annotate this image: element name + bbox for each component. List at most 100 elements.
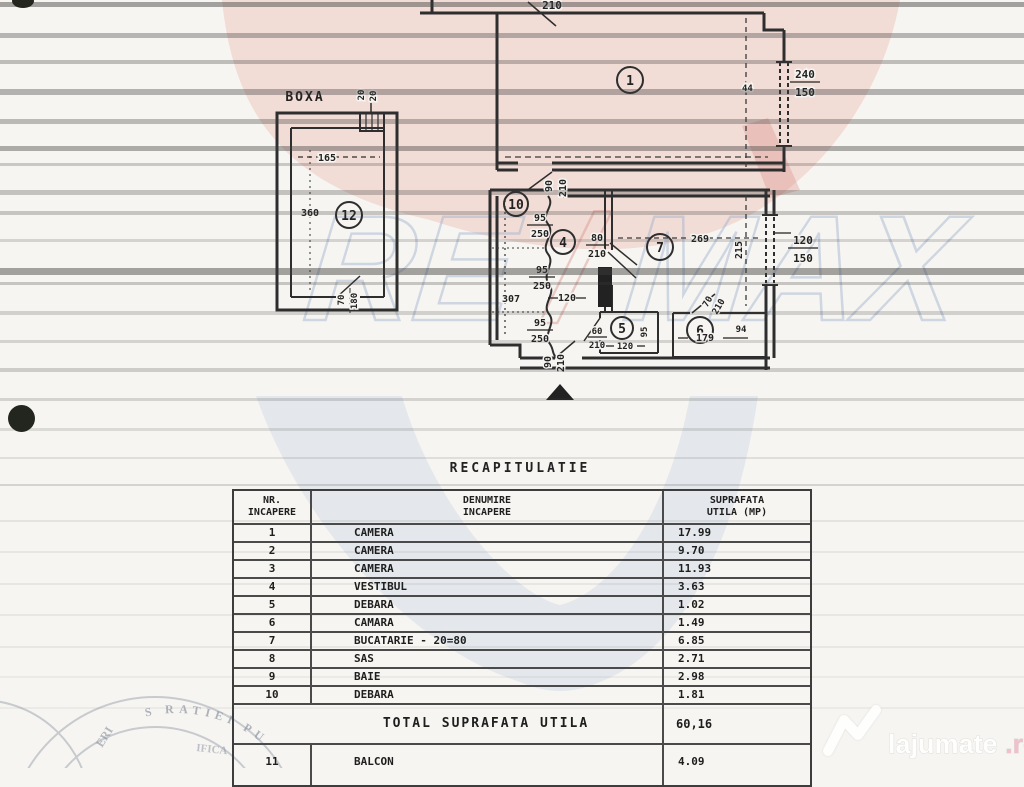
- closet3-dim-a: 95: [534, 318, 546, 329]
- door4-dim-a: 80: [591, 233, 603, 244]
- door5-dim-a: 60: [592, 327, 603, 337]
- win7-fraction-line: [775, 232, 818, 249]
- cell-name: BALCON: [310, 745, 662, 785]
- room-12-digit: 12: [341, 209, 357, 224]
- door-swings: [527, 1, 716, 359]
- room-10-digit: 10: [508, 198, 524, 213]
- room-7-digit: 7: [656, 241, 664, 256]
- door4-dim-b: 210: [588, 249, 606, 260]
- cell-area: 9.70: [662, 543, 810, 559]
- table-row: 10 DEBARA 1.81: [234, 685, 810, 703]
- cell-area: 17.99: [662, 525, 810, 541]
- boxa-width-dim: 165: [318, 153, 336, 164]
- room-numbers: [503, 66, 714, 344]
- table-row: 9 BAIE 2.98: [234, 667, 810, 685]
- cell-name: DEBARA: [310, 597, 662, 613]
- win1-dim-b: 150: [795, 86, 815, 99]
- win7-dim-a: 120: [793, 234, 813, 247]
- cell-nr: 3: [268, 562, 276, 575]
- header-suprafata: SUPRAFATA UTILA (MP): [662, 491, 810, 523]
- remax-max: MAX: [617, 184, 976, 352]
- closet2-dim-b: 250: [533, 281, 551, 292]
- win7-dim-b: 150: [793, 252, 813, 265]
- cell-area: 2.98: [662, 669, 810, 685]
- cell-area: 1.81: [662, 687, 810, 703]
- table-row: 2 CAMERA 9.70: [234, 541, 810, 559]
- cell-nr: 7: [268, 634, 276, 647]
- cell-area: 1.02: [662, 597, 810, 613]
- cell-name: BUCATARIE - 20=80: [310, 633, 662, 649]
- recap-title: RECAPITULATIE: [449, 461, 591, 476]
- cell-name: CAMERA: [310, 561, 662, 577]
- dim-top-210: 210: [542, 0, 562, 12]
- recap-table: NR. INCAPERE DENUMIRE INCAPERE SUPRAFATA…: [232, 489, 812, 787]
- cell-nr: 10: [265, 688, 279, 701]
- exit-door-dim-b: 210: [556, 354, 567, 372]
- cell-name: CAMARA: [310, 615, 662, 631]
- room6-height-dim: 94: [736, 325, 747, 335]
- room-12-number: 12: [335, 201, 363, 229]
- remax-balloon-bottom: [256, 396, 758, 691]
- table-row: 4 VESTIBUL 3.63: [234, 577, 810, 595]
- boxa-label: BOXA: [285, 90, 324, 105]
- total-label: TOTAL SUPRAFATA UTILA: [382, 716, 590, 731]
- table-row-balcon: 11 BALCON 4.09: [234, 743, 810, 785]
- closet-wavy-wall: [544, 195, 557, 358]
- room-6-digit: 6: [696, 324, 704, 339]
- table-header-row: NR. INCAPERE DENUMIRE INCAPERE SUPRAFATA…: [234, 491, 810, 523]
- hall-door-dim-b: 210: [558, 179, 569, 197]
- dim-pass-120: 120: [558, 293, 576, 304]
- win1-dim-a: 240: [795, 68, 815, 81]
- door5-dim-b: 210: [589, 341, 605, 351]
- room5-95-dim: 95: [640, 327, 650, 338]
- cell-nr: 11: [265, 755, 279, 768]
- remax-balloon-shard: [742, 118, 800, 198]
- win1-offset-dim: 44: [742, 84, 753, 94]
- total-value: 60,16: [662, 705, 810, 743]
- vent-dim-b: 20: [369, 91, 379, 102]
- hall-door-dim-a: 90: [544, 180, 555, 192]
- vent-dim-a: 20: [357, 90, 367, 101]
- boxa-door-dim-b: 180: [350, 293, 360, 309]
- cell-name: DEBARA: [310, 687, 662, 703]
- windows: [762, 61, 792, 286]
- table-row: 3 CAMERA 11.93: [234, 559, 810, 577]
- table-row: 6 CAMARA 1.49: [234, 613, 810, 631]
- dim-307: 307: [502, 294, 520, 305]
- room7-height-dim: 215: [734, 241, 745, 259]
- closet1-dim-b: 250: [531, 229, 549, 240]
- cell-nr: 5: [268, 598, 276, 611]
- cell-nr: 9: [268, 670, 276, 683]
- room7-width-dim: 269: [691, 234, 709, 245]
- flue-block: [598, 267, 612, 307]
- boxa-door-dim-a: 70: [337, 295, 347, 306]
- cell-area: 2.71: [662, 651, 810, 667]
- cell-area: 3.63: [662, 579, 810, 595]
- room6-width-dim: 179: [696, 333, 714, 344]
- room-1-digit: 1: [626, 74, 634, 89]
- interior-dashed-lines: [492, 18, 768, 338]
- remax-balloon-top: [222, 0, 900, 250]
- closet3-dim-b: 250: [531, 334, 549, 345]
- cell-nr: 6: [268, 616, 276, 629]
- table-row: 7 BUCATARIE - 20=80 6.85: [234, 631, 810, 649]
- cell-name: VESTIBUL: [310, 579, 662, 595]
- cell-nr: 2: [268, 544, 276, 557]
- cell-name: SAS: [310, 651, 662, 667]
- entrance-triangle-marker: [546, 384, 574, 400]
- table-row: 8 SAS 2.71: [234, 649, 810, 667]
- cell-name: CAMERA: [310, 543, 662, 559]
- total-spacer: [234, 705, 310, 743]
- cell-nr: 8: [268, 652, 276, 665]
- closet2-dim-a: 95: [536, 265, 548, 276]
- total-row: TOTAL SUPRAFATA UTILA 60,16: [234, 703, 810, 743]
- room5-120-dim: 120: [617, 342, 633, 352]
- cell-area: 6.85: [662, 633, 810, 649]
- cell-area: 1.49: [662, 615, 810, 631]
- exit-door-dim-a: 90: [543, 356, 554, 368]
- header-nr: NR. INCAPERE: [247, 495, 297, 518]
- cell-nr: 4: [268, 580, 276, 593]
- cell-area: 11.93: [662, 561, 810, 577]
- table-row: 5 DEBARA 1.02: [234, 595, 810, 613]
